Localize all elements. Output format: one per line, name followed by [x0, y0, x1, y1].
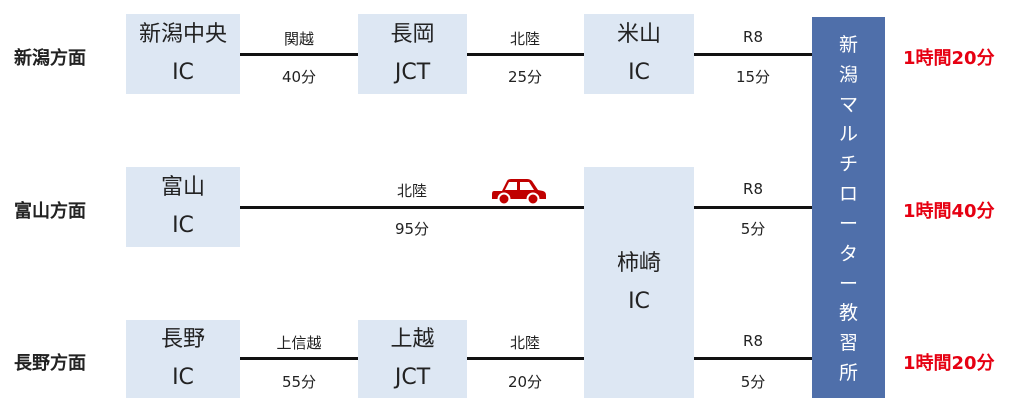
destination-char: タ	[838, 242, 858, 265]
node-toyama-ic: 富山 IC	[126, 167, 240, 247]
travel-time-niigata: 1時間20分	[903, 48, 995, 69]
node-type: IC	[172, 365, 194, 390]
segment-road-label: 関越	[283, 30, 314, 48]
segment-time-label: 5分	[740, 373, 766, 391]
node-nagaoka-jct: 長岡 JCT	[358, 14, 467, 94]
node-name: 長岡	[390, 22, 435, 47]
car-icon	[492, 179, 546, 206]
road-line	[694, 357, 812, 360]
segment-road-label: 北陸	[396, 182, 427, 200]
destination-char: ロ	[838, 183, 858, 206]
row-label-nagano: 長野方面	[14, 353, 86, 374]
road-line	[467, 53, 584, 56]
segment-time-label: 40分	[281, 68, 317, 86]
node-nagano-ic: 長野 IC	[126, 320, 240, 398]
road-line	[694, 206, 812, 209]
destination-char: 新	[838, 33, 858, 56]
destination-char: ー	[838, 272, 858, 295]
node-name: 米山	[616, 22, 661, 47]
segment-road-label: 北陸	[509, 334, 540, 352]
segment-time-label: 20分	[507, 373, 543, 391]
segment-time-label: 25分	[507, 68, 543, 86]
destination-char: チ	[838, 153, 858, 176]
node-type: IC	[172, 60, 194, 85]
node-kakizaki-ic: 柿崎 IC	[584, 167, 694, 398]
travel-time-nagano: 1時間20分	[903, 353, 995, 374]
road-line	[694, 53, 812, 56]
segment-road-label: R8	[743, 332, 763, 350]
segment-road-label: 北陸	[509, 30, 540, 48]
node-name: 上越	[390, 327, 435, 352]
segment-time-label: 55分	[281, 373, 317, 391]
road-line	[240, 206, 584, 209]
travel-time-toyama: 1時間40分	[903, 201, 995, 222]
node-type: JCT	[394, 60, 431, 85]
destination-char: ル	[838, 123, 858, 146]
node-name: 新潟中央	[138, 22, 227, 47]
road-line	[240, 357, 358, 360]
node-type: IC	[628, 60, 650, 85]
node-type: IC	[628, 288, 650, 314]
row-label-toyama: 富山方面	[14, 201, 86, 222]
destination-box: 新潟マルチローター教習所	[812, 17, 885, 398]
node-yoneyama-ic: 米山 IC	[584, 14, 694, 94]
destination-char: 習	[838, 332, 858, 355]
segment-road-label: R8	[743, 180, 763, 198]
road-line	[467, 357, 584, 360]
segment-time-label: 15分	[735, 68, 771, 86]
road-line	[240, 53, 358, 56]
destination-char: マ	[838, 93, 858, 116]
node-joetsu-jct: 上越 JCT	[358, 320, 467, 398]
node-name: 長野	[160, 327, 205, 352]
destination-char: ー	[838, 212, 858, 235]
node-name: 富山	[160, 175, 205, 200]
destination-char: 教	[838, 302, 858, 325]
row-label-niigata: 新潟方面	[14, 48, 86, 69]
node-type: IC	[172, 213, 194, 238]
destination-char: 所	[838, 362, 858, 385]
node-type: JCT	[394, 365, 431, 390]
destination-char: 潟	[838, 63, 858, 86]
segment-time-label: 95分	[394, 220, 430, 238]
node-niigata-chuo-ic: 新潟中央 IC	[126, 14, 240, 94]
segment-road-label: 上信越	[276, 334, 322, 352]
segment-road-label: R8	[743, 28, 763, 46]
node-name: 柿崎	[616, 250, 661, 276]
segment-time-label: 5分	[740, 220, 766, 238]
